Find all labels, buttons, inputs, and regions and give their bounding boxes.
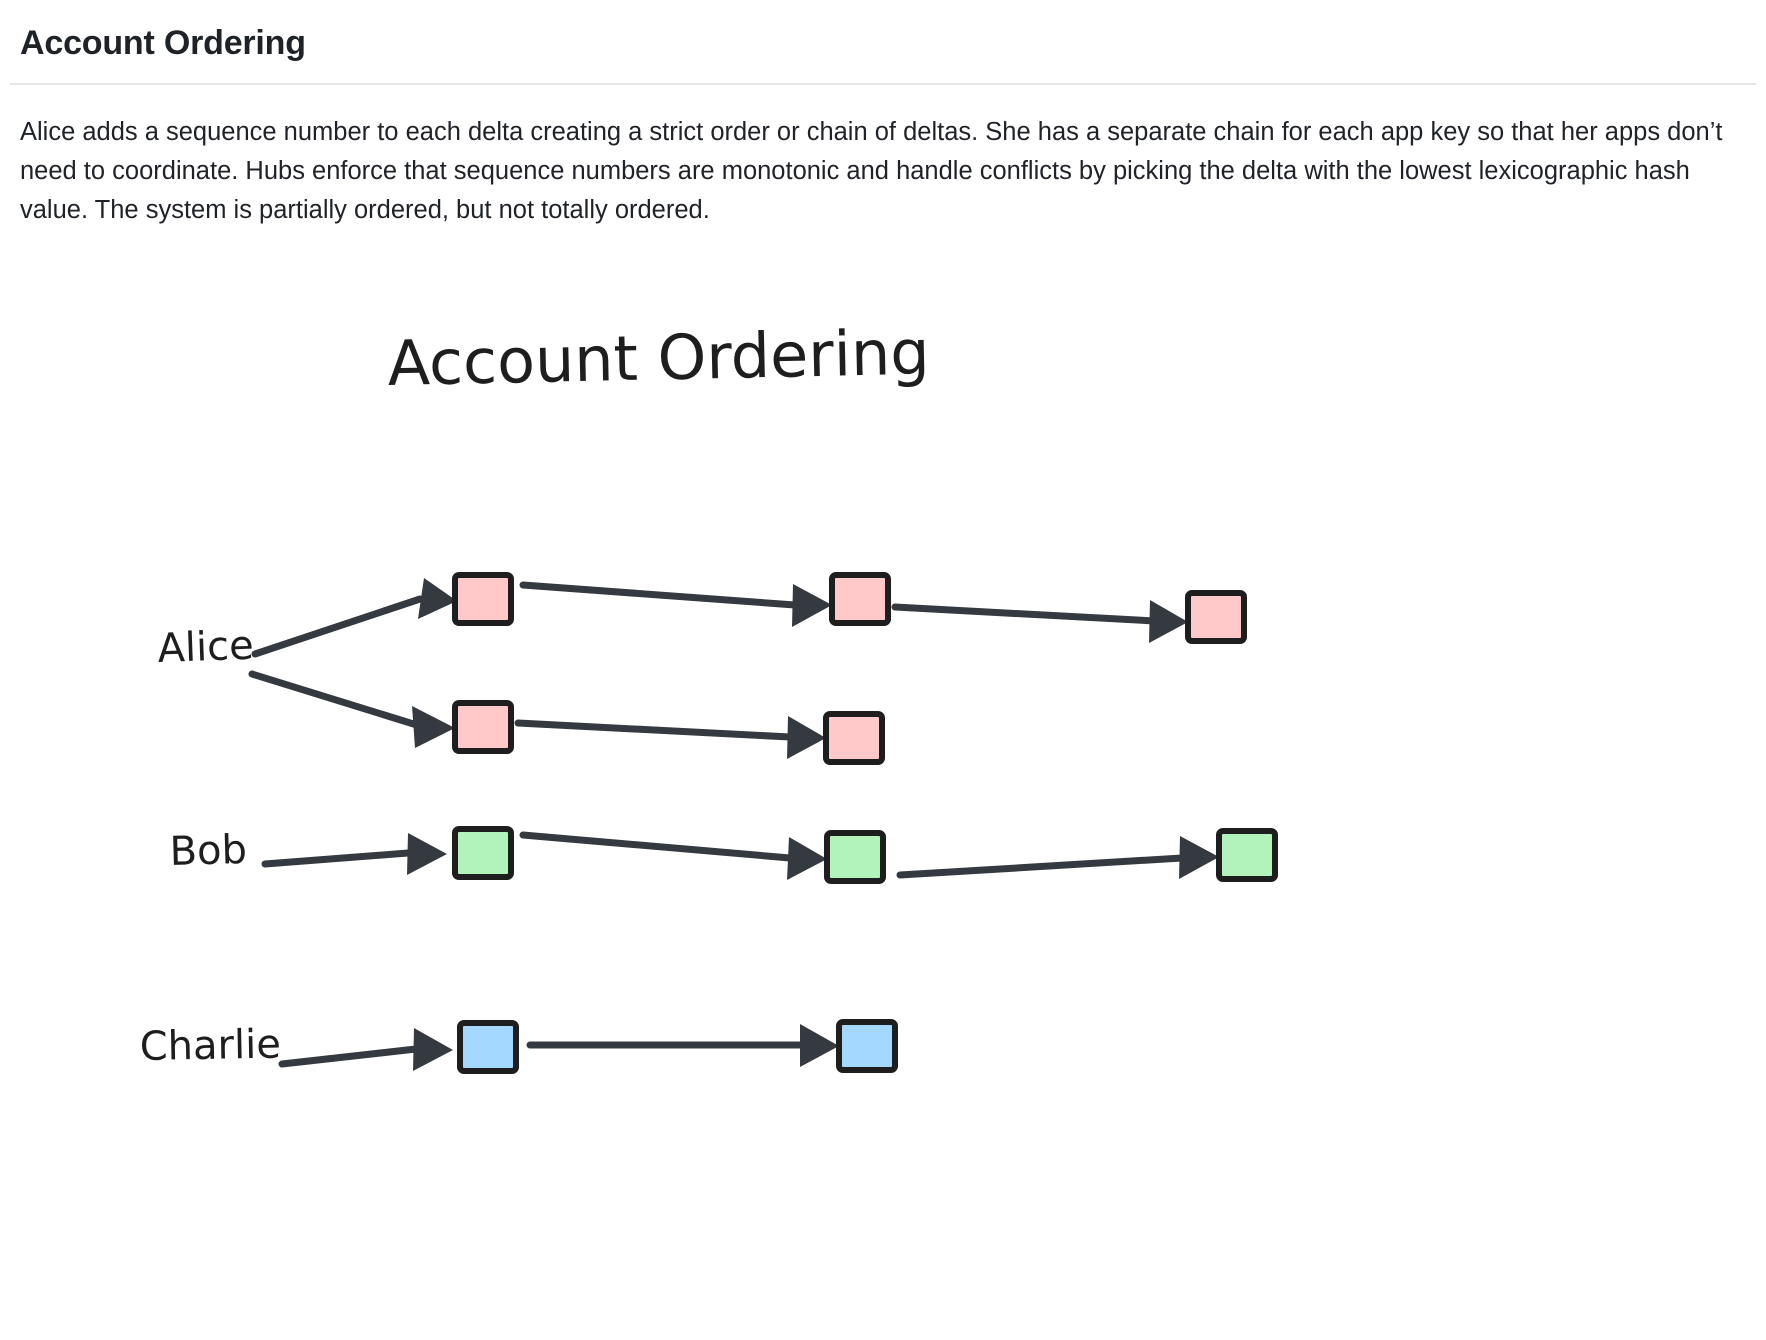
edge-alice-c1-1-to-2 <box>519 581 832 627</box>
edge-bob-c1-1-to-2 <box>519 831 827 880</box>
diagram-title: Account Ordering <box>387 315 931 399</box>
actor-label-alice: Alice <box>157 622 255 671</box>
actor-group-alice: Alice <box>157 571 1247 765</box>
delta-node-bob-c1-3[interactable] <box>1216 827 1278 882</box>
delta-node-alice-c1-1[interactable] <box>452 571 514 626</box>
delta-node-alice-c1-3[interactable] <box>1185 589 1247 644</box>
actor-group-bob: Bob <box>169 825 1278 884</box>
actor-label-bob: Bob <box>169 826 247 874</box>
edge-alice-to-chain1 <box>251 577 457 657</box>
edge-bob-to-chain1 <box>261 832 447 875</box>
delta-node-alice-c1-2[interactable] <box>829 571 891 626</box>
edge-alice-c1-2-to-3 <box>891 599 1188 643</box>
edge-alice-c2-1-to-2 <box>514 715 826 759</box>
edge-alice-to-chain2 <box>248 670 455 748</box>
actor-label-charlie: Charlie <box>139 1021 281 1069</box>
diagram-container: Account Ordering Alice <box>0 250 1766 1260</box>
delta-node-charlie-c1-1[interactable] <box>457 1019 519 1074</box>
delta-node-bob-c1-1[interactable] <box>452 825 514 880</box>
page-title: Account Ordering <box>20 24 306 62</box>
edge-charlie-to-chain1 <box>278 1027 453 1071</box>
document-body: Alice adds a sequence number to each del… <box>0 85 1766 230</box>
edge-bob-c1-2-to-3 <box>896 835 1219 879</box>
document-header: Account Ordering <box>0 0 1766 83</box>
delta-node-alice-c2-2[interactable] <box>823 710 885 765</box>
delta-node-charlie-c1-2[interactable] <box>836 1018 898 1073</box>
actor-group-charlie: Charlie <box>139 1018 898 1074</box>
body-paragraph: Alice adds a sequence number to each del… <box>20 117 1723 224</box>
edge-charlie-c1-1-to-2 <box>526 1023 839 1067</box>
delta-node-alice-c2-1[interactable] <box>452 699 514 754</box>
account-ordering-diagram: Account Ordering Alice <box>139 315 1278 1074</box>
delta-node-bob-c1-2[interactable] <box>824 829 886 884</box>
title-divider <box>10 82 1756 85</box>
